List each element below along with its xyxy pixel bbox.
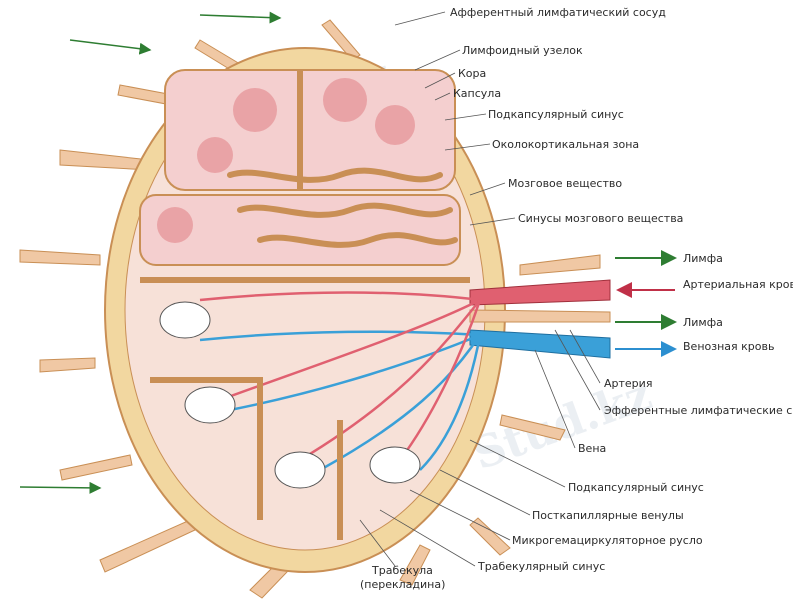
label-arterial-blood: Артериальная кровь — [683, 278, 793, 291]
internal-vessels — [199, 291, 482, 472]
label-venous-blood: Венозная кровь — [683, 340, 774, 353]
label-trabecula: Трабекула — [371, 564, 433, 577]
lymphoid-nodules — [157, 78, 415, 243]
label-trabecular-sinus: Трабекулярный синус — [477, 560, 605, 573]
label-artery: Артерия — [604, 377, 652, 390]
label-lymph-1: Лимфа — [683, 252, 723, 265]
hilum — [469, 279, 611, 359]
label-efferent-vessels: Эфферентные лимфатические сосуды — [604, 404, 793, 417]
label-medullary-cords: Синусы мозгового вещества — [518, 212, 683, 225]
label-subcapsular-sinus-bottom: Подкапсулярный синус — [568, 481, 704, 494]
leader-lines — [359, 11, 601, 567]
label-vein: Вена — [578, 442, 606, 455]
label-lymphoid-nodule: Лимфоидный узелок — [462, 44, 583, 57]
label-afferent-vessel: Афферентный лимфатический сосуд — [450, 6, 666, 19]
label-capsule: Капсула — [453, 87, 501, 100]
lymph-inflow-arrows — [19, 11, 282, 494]
label-lymph-2: Лимфа — [683, 316, 723, 329]
label-trabecula-note: (перекладина) — [360, 578, 445, 591]
label-subcapsular-sinus-top: Подкапсулярный синус — [488, 108, 624, 121]
label-medulla: Мозговое вещество — [508, 177, 622, 190]
capillary-networks — [159, 301, 421, 489]
label-postcapillary-venules: Посткапиллярные венулы — [532, 509, 684, 522]
trabeculae — [140, 277, 470, 540]
medullary-cords — [227, 167, 458, 248]
label-cortex: Кора — [458, 67, 486, 80]
label-paracortical-zone: Околокортикальная зона — [492, 138, 639, 151]
label-microcirculatory-bed: Микрогемациркуляторное русло — [512, 534, 703, 547]
